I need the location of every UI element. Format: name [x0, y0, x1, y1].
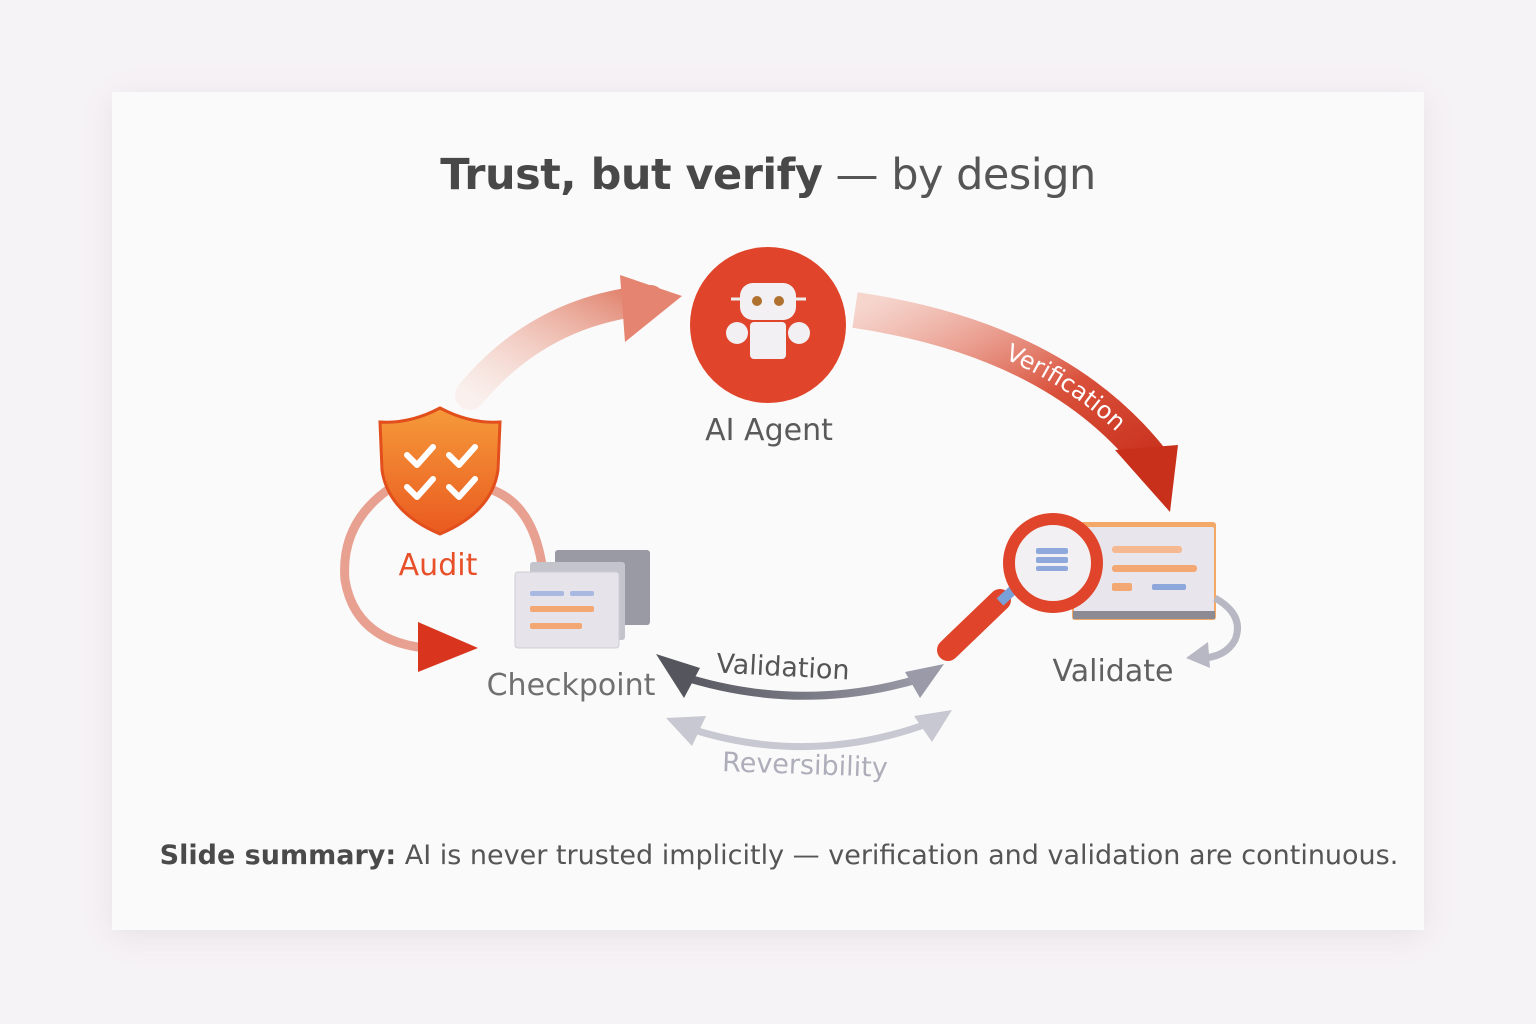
arrow-reversibility — [666, 710, 952, 751]
title-rest: — by design — [822, 150, 1097, 200]
svg-text:Verification: Verification — [1002, 338, 1132, 436]
audit-node[interactable] — [378, 406, 502, 536]
summary-bold: Slide summary: — [159, 840, 397, 871]
validate-label: Validate — [1052, 654, 1174, 689]
robot-icon — [726, 283, 810, 359]
audit-label: Audit — [398, 548, 478, 583]
summary-text: AI is never trusted implicitly — verific… — [396, 840, 1399, 871]
reversibility-label: Reversibility — [721, 747, 889, 784]
slide-card — [112, 92, 1424, 930]
checkpoint-node[interactable] — [514, 550, 650, 649]
checkpoint-label: Checkpoint — [486, 668, 656, 703]
stacked-documents-icon — [514, 550, 650, 649]
ai-agent-node[interactable] — [690, 247, 846, 403]
verification-label: Verification — [1002, 338, 1132, 436]
magnifier-document-icon — [937, 513, 1216, 661]
ai-agent-label: AI Agent — [705, 413, 833, 448]
slide-title: Trust, but verify — by design — [0, 150, 1536, 200]
validate-node[interactable] — [937, 513, 1241, 668]
arrow-audit-to-agent — [455, 275, 682, 410]
slide-summary: Slide summary: AI is never trusted impli… — [0, 840, 1536, 871]
arrow-validation — [656, 654, 944, 700]
title-bold: Trust, but verify — [440, 150, 823, 200]
shield-check-icon — [378, 406, 502, 536]
arrow-verification: Verification — [852, 292, 1178, 512]
loop-arrow-icon — [1186, 594, 1241, 668]
